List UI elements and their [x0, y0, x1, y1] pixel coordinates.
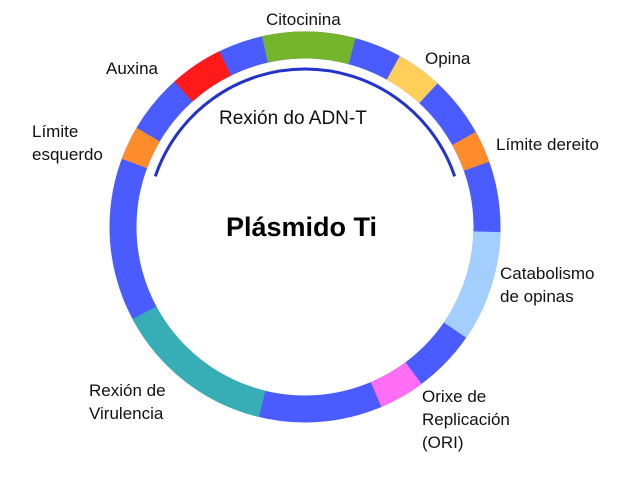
segment-virulence [132, 306, 266, 418]
segment-opine [386, 56, 438, 104]
label-ori-line2: Replicación [422, 410, 510, 429]
label-ori: Orixe de Replicación (ORI) [422, 385, 510, 454]
segment-left-border [121, 127, 160, 169]
label-virulence-line1: Rexión de [89, 381, 166, 400]
segment-right-border [452, 131, 490, 171]
label-ori-line1: Orixe de [422, 387, 487, 406]
label-opine-catabolism-line2: de opinas [500, 287, 574, 306]
plasmid-title: Plásmido Ti [226, 212, 378, 242]
tdna-region-label: Rexión do ADN-T [219, 108, 367, 129]
label-virulence: Rexión de Virulencia [89, 379, 166, 425]
label-cytokinin: Citocinina [266, 10, 341, 29]
label-opine-catabolism-line1: Catabolismo [500, 264, 595, 283]
label-left-border-line1: Límite [32, 122, 79, 141]
label-auxin: Auxina [106, 59, 158, 78]
plasmid-segments [121, 31, 501, 418]
label-left-border-line2: esquerdo [32, 145, 103, 164]
label-opine: Opina [425, 49, 471, 68]
label-left-border: Límite esquerdo [32, 120, 103, 166]
label-ori-line3: (ORI) [422, 433, 464, 452]
tdna-region-arc [153, 67, 457, 177]
label-right-border: Límite dereito [496, 135, 599, 154]
segment-opine-catabolism [443, 231, 501, 338]
label-opine-catabolism: Catabolismo de opinas [500, 262, 595, 308]
segment-cytokinin [262, 31, 356, 65]
segment-auxin [174, 51, 232, 102]
segment-ori [370, 362, 422, 407]
label-virulence-line2: Virulencia [89, 404, 164, 423]
